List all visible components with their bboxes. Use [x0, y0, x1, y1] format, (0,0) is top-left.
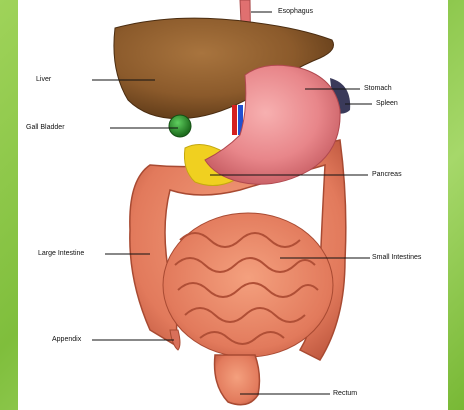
label-spleen: Spleen [376, 100, 398, 107]
label-stomach: Stomach [364, 85, 392, 92]
gall-bladder-shape [169, 115, 191, 137]
label-rectum: Rectum [333, 390, 357, 397]
label-large-intestine: Large Intestine [38, 250, 84, 257]
label-liver: Liver [36, 76, 51, 83]
rectum-shape [215, 355, 260, 405]
label-pancreas: Pancreas [372, 171, 402, 178]
label-appendix: Appendix [52, 336, 81, 343]
label-small-intestines: Small Intestines [372, 254, 421, 261]
label-gall-bladder: Gall Bladder [26, 124, 65, 131]
artery-shape [232, 105, 237, 135]
label-esophagus: Esophagus [278, 8, 313, 15]
